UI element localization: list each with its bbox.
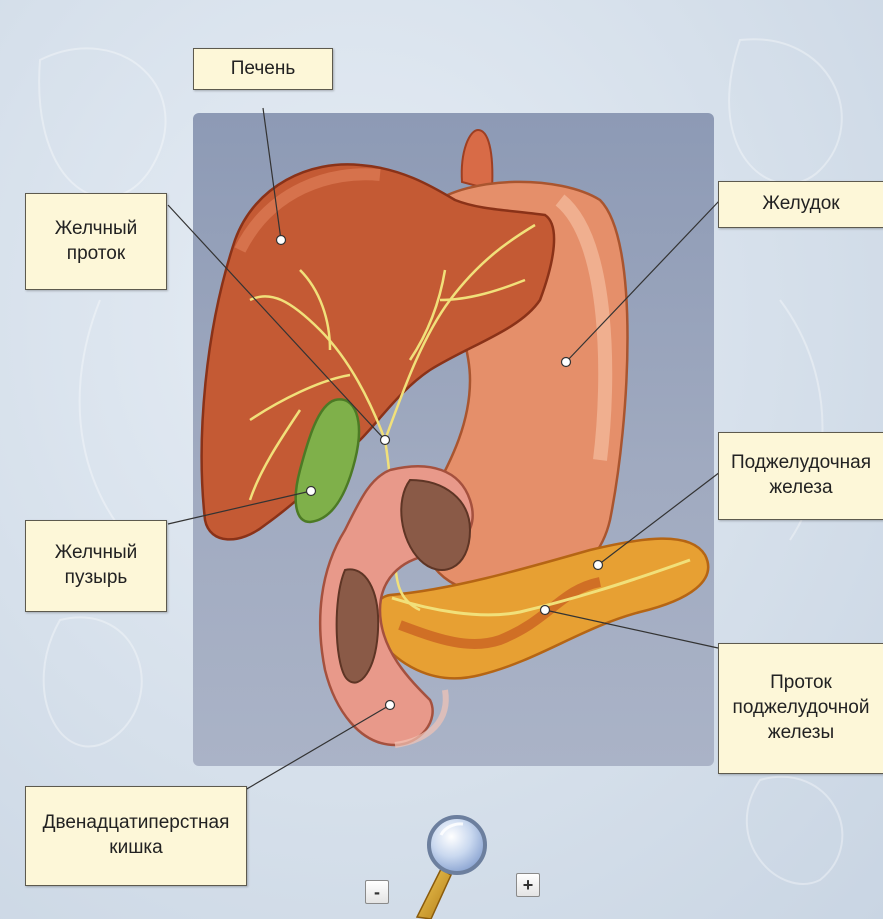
zoom-out-button[interactable]: - xyxy=(365,880,389,904)
magnifier-icon xyxy=(405,809,495,919)
label-pancreas[interactable]: Поджелудочная железа xyxy=(718,432,883,520)
esophagus xyxy=(462,130,493,190)
label-liver[interactable]: Печень xyxy=(193,48,333,90)
label-duodenum[interactable]: Двенадцатиперстная кишка xyxy=(25,786,247,886)
label-stomach[interactable]: Желудок xyxy=(718,181,883,228)
zoom-in-button[interactable]: + xyxy=(516,873,540,897)
label-bile-duct[interactable]: Желчный проток xyxy=(25,193,167,290)
label-gallbladder[interactable]: Желчный пузырь xyxy=(25,520,167,612)
label-pancreatic-duct[interactable]: Проток поджелудочной железы xyxy=(718,643,883,774)
